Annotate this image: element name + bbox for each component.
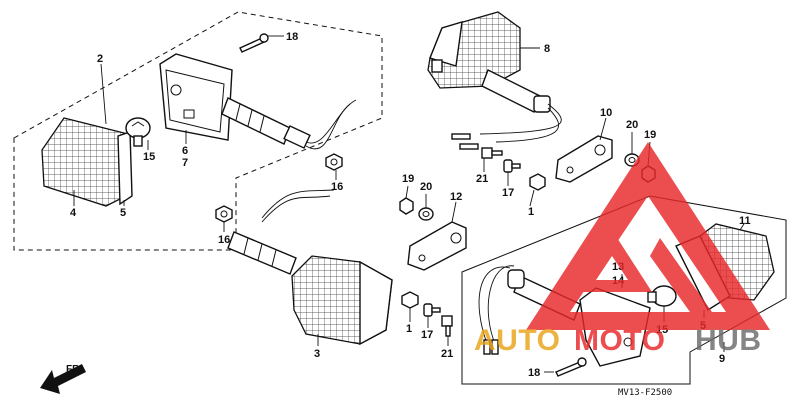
arrow-icon (40, 364, 86, 394)
bulb-15-rear (647, 285, 677, 307)
bolt-21-upper (481, 147, 503, 159)
callout-1-upper: 1 (528, 206, 534, 218)
callout-15: 15 (143, 151, 155, 163)
bolt-21-lower (441, 315, 453, 337)
callout-20-middle: 20 (420, 181, 432, 193)
callout-3: 3 (314, 348, 320, 360)
callout-12: 12 (450, 191, 462, 203)
callout-16-lower: 16 (218, 234, 230, 246)
screw-18-bottom (555, 357, 587, 377)
callout-17-lower: 17 (421, 329, 433, 341)
direction-label: FR. (66, 364, 82, 375)
callout-4: 4 (70, 207, 77, 219)
callout-2: 2 (97, 53, 103, 65)
diagram-code: MV13-F2500 (618, 388, 672, 398)
callout-1-lower: 1 (406, 323, 412, 335)
spacer-17-upper (503, 159, 521, 173)
screw-18-top (239, 33, 269, 53)
nut-19-middle (399, 197, 414, 215)
callout-19-middle: 19 (402, 173, 414, 185)
nut-16-lower (215, 205, 233, 223)
nut-1-upper (529, 173, 546, 191)
callout-19-right: 19 (644, 129, 656, 141)
watermark-text-auto: AUTO (474, 324, 560, 357)
callout-10: 10 (600, 107, 612, 119)
callout-21-upper: 21 (476, 173, 488, 185)
nut-1-lower (401, 291, 419, 309)
callout-17-upper: 17 (502, 187, 514, 199)
callout-20-right: 20 (626, 119, 638, 131)
front-left-assembly (13, 11, 383, 251)
winker-8 (427, 11, 562, 150)
watermark-logo: AUTO MOTO HUB (474, 142, 770, 357)
callout-18-bottom: 18 (528, 367, 540, 379)
front-direction-arrow: FR. (40, 364, 86, 394)
callout-7: 7 (182, 157, 188, 169)
callout-8: 8 (544, 43, 550, 55)
watermark-text-moto: MOTO (574, 324, 665, 357)
watermark-triangle-inner (572, 230, 652, 292)
bracket-10 (555, 135, 613, 183)
callout-6: 6 (182, 145, 188, 157)
bulb-15 (125, 117, 151, 147)
callout-21-lower: 21 (441, 348, 453, 360)
gasket-5 (117, 131, 133, 206)
spacer-17-lower (423, 303, 441, 317)
lens-4 (41, 117, 129, 207)
callout-9: 9 (719, 353, 725, 365)
bracket-12 (407, 221, 467, 271)
assembly-boundary-2 (13, 11, 383, 251)
callout-5: 5 (120, 207, 126, 219)
callout-16-upper: 16 (331, 181, 343, 193)
watermark-text-hub: HUB (695, 324, 762, 357)
washer-20-middle (418, 207, 434, 221)
callout-18: 18 (286, 31, 298, 43)
winker-3 (227, 189, 393, 346)
nut-16-upper (325, 153, 343, 171)
housing-6-7 (159, 53, 357, 150)
callout-11: 11 (739, 215, 751, 227)
